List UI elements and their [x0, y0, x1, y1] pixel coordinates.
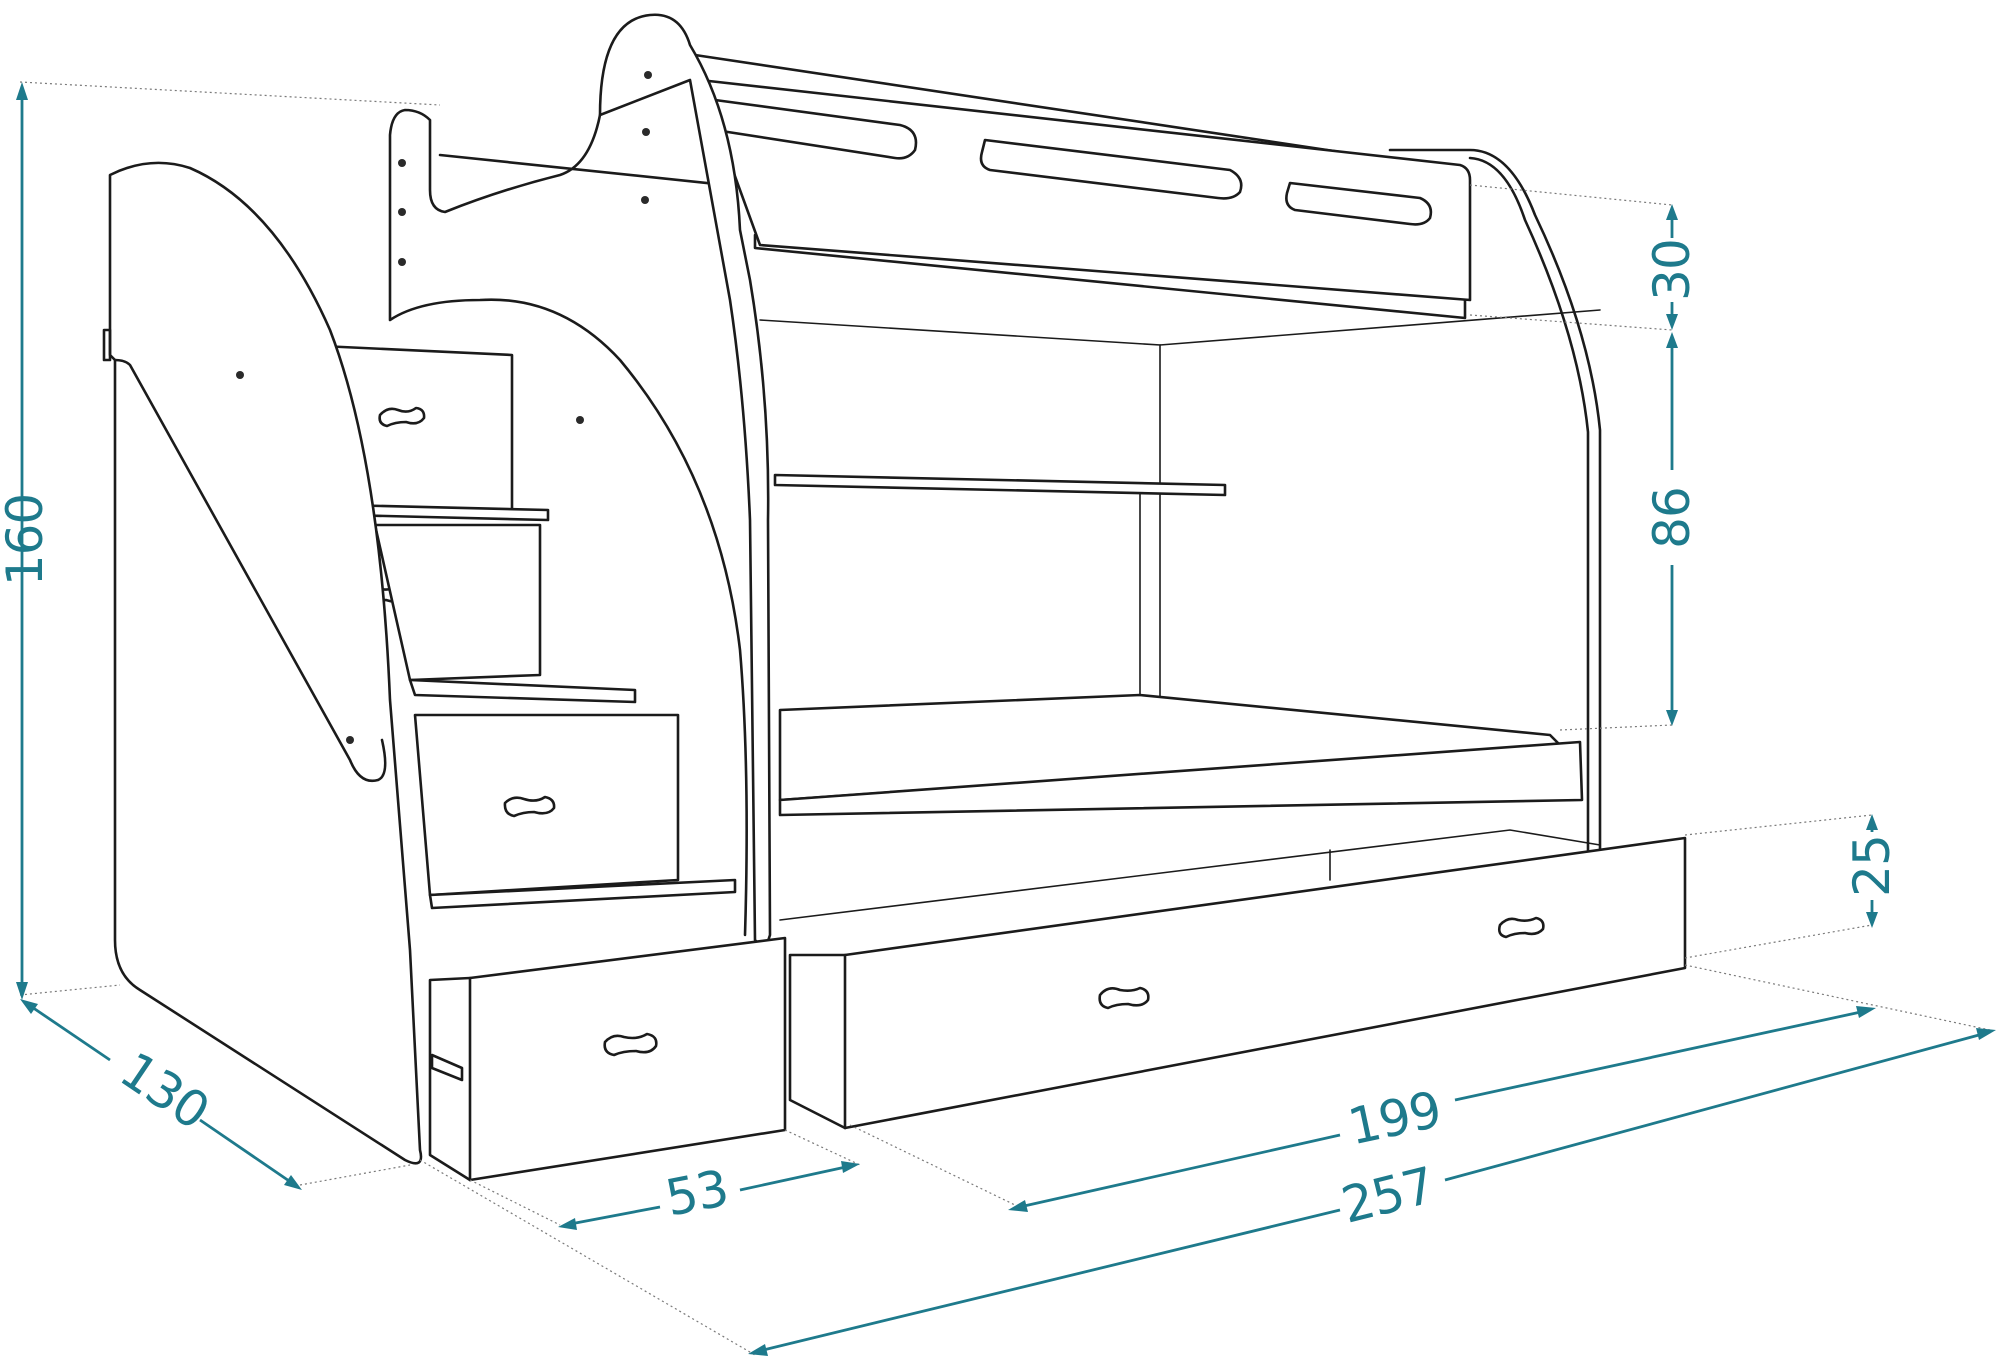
- total-length-label: 257: [1336, 1156, 1440, 1235]
- depth-label: 130: [110, 1041, 219, 1141]
- total-height-label: 160: [0, 494, 54, 586]
- dimension-guides: [19, 81, 1991, 1356]
- step-drawer-width-label: 53: [661, 1159, 733, 1228]
- bed-length-label: 199: [1343, 1080, 1445, 1156]
- bunk-bed-drawing: [102, 13, 1687, 1182]
- bed-clearance-label: 86: [1643, 487, 1701, 549]
- drawer-height-label: 25: [1843, 835, 1901, 897]
- top-guard-label: 30: [1643, 239, 1701, 301]
- dimension-lines: [16, 82, 1996, 1356]
